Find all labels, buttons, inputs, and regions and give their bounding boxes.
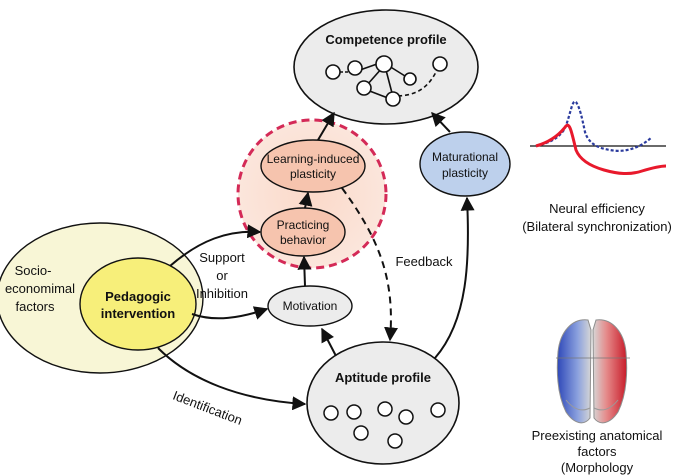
motivation-label: Motivation (283, 299, 338, 313)
neural-efficiency-line2: (Bilateral synchronization) (522, 219, 672, 234)
motivation-node: Motivation (267, 285, 353, 327)
learning-plasticity-line2: plasticity (290, 167, 336, 181)
maturational-plasticity-line1: Maturational (432, 150, 498, 164)
socio-line1: Socio- (15, 263, 52, 278)
aptitude-profile-title: Aptitude profile (335, 370, 431, 385)
practicing-behavior-line2: behavior (280, 233, 326, 247)
support-label-line2: or (216, 268, 228, 283)
pedagogic-intervention-node: Pedagogic intervention (79, 257, 197, 351)
aptitude-profile-node: Aptitude profile (306, 341, 460, 465)
practicing-behavior-line1: Practicing (277, 218, 330, 232)
support-label-line3: Inhibition (196, 286, 248, 301)
anatomical-line3: (Morphology (561, 460, 634, 475)
socio-line2: economimal (5, 281, 75, 296)
support-label-line1: Support (199, 250, 245, 265)
edge-maturational-to-competence (431, 111, 451, 133)
edge-pedagogic-to-motivation (191, 306, 269, 320)
brain-morphology-icon (556, 319, 630, 424)
feedback-label: Feedback (395, 254, 453, 269)
edges (157, 111, 475, 411)
identification-label: Identification (171, 388, 245, 428)
edge-practicing-to-learning (298, 191, 313, 209)
neural-efficiency-line1: Neural efficiency (549, 201, 645, 216)
edge-learning-to-competence (317, 111, 335, 141)
competence-profile-node: Competence profile (293, 9, 479, 125)
learning-plasticity-line1: Learning-induced (267, 152, 360, 166)
pedagogic-line2: intervention (101, 306, 175, 321)
maturational-plasticity-line2: plasticity (442, 166, 488, 180)
learning-plasticity-node: Learning-induced plasticity (260, 139, 366, 193)
competence-profile-title: Competence profile (325, 32, 446, 47)
edge-motivation-to-practicing (297, 255, 312, 287)
edge-pedagogic-to-aptitude (157, 347, 307, 411)
edge-pedagogic-to-practicing (169, 224, 262, 267)
anatomical-line2: factors (577, 444, 617, 459)
pedagogic-line1: Pedagogic (105, 289, 171, 304)
competence-network-icon (325, 55, 448, 107)
anatomical-line1: Preexisting anatomical (532, 428, 663, 443)
socio-line3: factors (15, 299, 55, 314)
maturational-plasticity-node: Maturational plasticity (419, 131, 511, 197)
aptitude-circles-icon (323, 401, 446, 449)
practicing-behavior-node: Practicing behavior (260, 207, 346, 257)
edge-aptitude-to-maturational (434, 196, 475, 359)
neural-waveform-icon (530, 100, 667, 175)
edge-aptitude-to-motivation (321, 327, 337, 357)
